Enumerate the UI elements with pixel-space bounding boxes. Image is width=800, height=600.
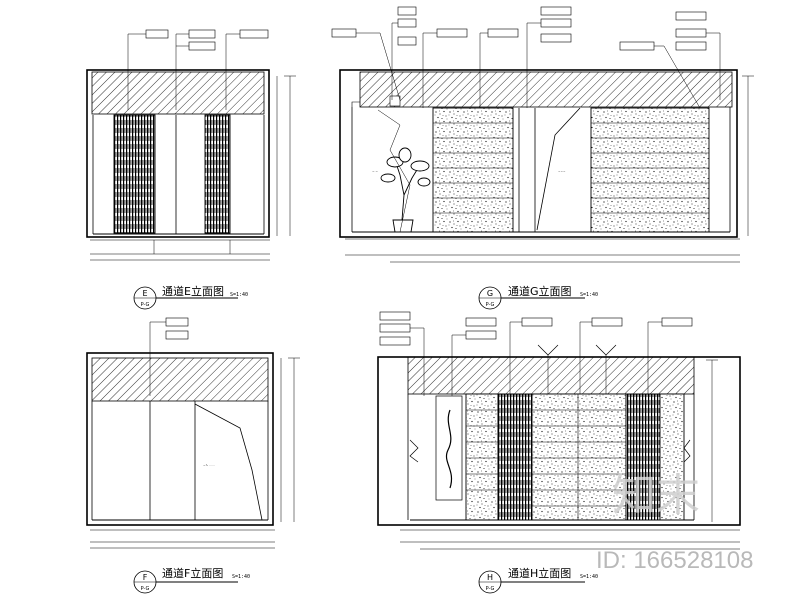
section-mark-letter: G <box>487 289 493 298</box>
material-tag <box>188 29 216 39</box>
stone-wall-panel <box>659 393 685 521</box>
drawing-title-E: E P-G 通道E立面图 S=1:40 <box>133 284 248 310</box>
door-opening-line <box>194 403 263 521</box>
drawing-scale: S=1:40 <box>580 292 598 298</box>
potted-plant <box>380 147 431 233</box>
stone-wall-panel <box>465 393 499 521</box>
section-mark-letter: E <box>142 289 147 298</box>
watermark-id: ID: 166528108 <box>596 547 753 574</box>
drawing-frame <box>86 69 270 238</box>
ceiling-hatch <box>91 71 265 115</box>
section-mark-sheet: P-G <box>486 302 495 308</box>
lamp-symbol <box>537 344 559 356</box>
decorative-panel-right <box>204 114 231 234</box>
elevation-drawing-E: E P-G 通道E立面图 S=1:40 <box>86 29 296 310</box>
ceiling-hatch <box>91 357 269 402</box>
drawing-title: 通道E立面图 <box>162 284 224 298</box>
decorative-panel-right <box>625 393 661 521</box>
sculpture-ornament <box>446 409 452 489</box>
drawing-title-G: G P-G 通道G立面图 S=1:40 <box>478 284 598 310</box>
section-mark-letter: H <box>487 573 493 582</box>
drawing-title: 通道H立面图 <box>508 566 571 580</box>
ceiling-hatch <box>407 356 695 395</box>
svg-text:~∿ ······: ~∿ ······ <box>203 463 215 467</box>
drawing-scale: S=1:40 <box>230 292 248 298</box>
svg-text:~~~: ~~~ <box>558 169 566 173</box>
section-mark-sheet: P-G <box>141 302 150 308</box>
decorative-panel-left <box>113 114 156 234</box>
section-mark-sheet: P-G <box>141 586 150 592</box>
svg-text:~·~: ~·~ <box>372 169 378 173</box>
ceiling-hatch <box>359 71 733 108</box>
drawing-scale: S=1:40 <box>232 574 250 580</box>
drawing-scale: S=1:40 <box>580 574 598 580</box>
drawing-title: 通道F立面图 <box>162 566 223 580</box>
section-mark-sheet: P-G <box>486 586 495 592</box>
elevation-drawing-G: ~~~ ~·~ <box>331 6 754 310</box>
stone-wall-panel <box>432 107 514 233</box>
drawing-title-H: H P-G 通道H立面图 S=1:40 <box>478 566 598 594</box>
material-tag <box>145 29 169 39</box>
drawing-title: 通道G立面图 <box>508 284 572 298</box>
material-tag <box>188 41 216 51</box>
stone-wall-panel <box>531 393 627 521</box>
watermark: 知末 ID: 166528108 <box>596 470 753 574</box>
watermark-logo: 知末 <box>612 470 700 521</box>
elevation-drawing-H: H P-G 通道H立面图 S=1:40 <box>377 311 741 594</box>
material-tag <box>239 29 269 39</box>
section-mark-letter: F <box>143 573 148 582</box>
drawing-title-F: F P-G 通道F立面图 S=1:40 <box>133 566 250 594</box>
stone-wall-panel <box>590 107 710 233</box>
elevation-drawing-F: ~∿ ······ F P-G 通道F立面图 S=1:40 <box>86 317 300 594</box>
drawing-frame <box>86 352 274 526</box>
decorative-panel-left <box>497 393 533 521</box>
door-opening-line <box>536 107 581 231</box>
lamp-symbol <box>595 344 617 356</box>
